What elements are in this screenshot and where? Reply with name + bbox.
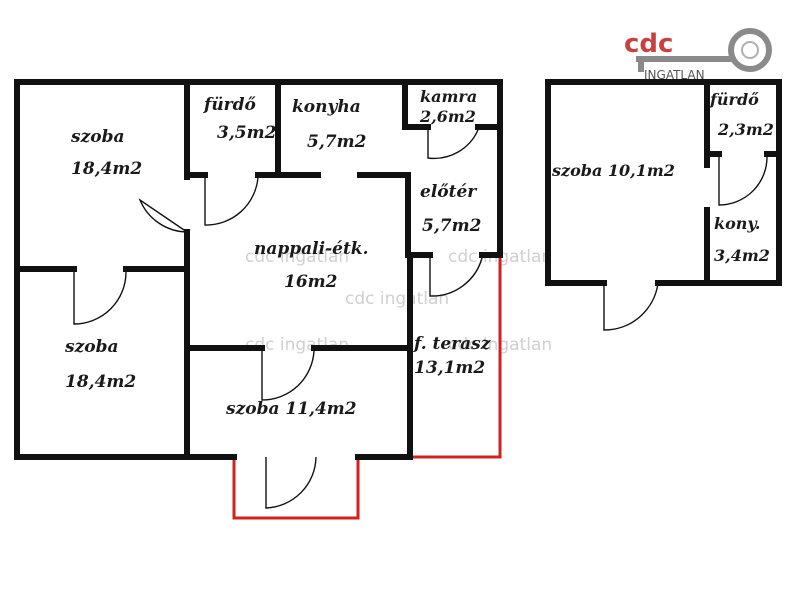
room-kamra-name: kamra xyxy=(420,87,477,106)
door-szoba-top xyxy=(138,198,188,233)
room-konyha-name: konyha xyxy=(292,97,361,117)
room-szoba-bottom-area: 18,4m2 xyxy=(65,372,136,392)
annex-furdo-area: 2,3m2 xyxy=(717,120,774,139)
watermark-1: cdc ingatlan xyxy=(245,247,349,267)
room-furdo-area: 3,5m2 xyxy=(217,123,277,143)
annex-kony-name: kony. xyxy=(714,214,760,233)
room-konyha-area: 5,7m2 xyxy=(307,132,367,152)
room-kamra-area: 2,6m2 xyxy=(419,107,476,126)
room-szoba-top-area: 18,4m2 xyxy=(71,159,142,179)
room-terasz-area: 13,1m2 xyxy=(414,358,485,378)
watermarks: cdc ingatlan cdc ingatlan cdc ingatlan c… xyxy=(245,247,552,355)
main-house-walls xyxy=(14,79,503,460)
entrance-step-outline xyxy=(232,457,360,520)
room-furdo-name: fürdő xyxy=(203,95,257,115)
door-szoba-small xyxy=(261,350,315,401)
room-szoba-small-label: szoba 11,4m2 xyxy=(225,399,357,419)
door-szoba-bottom xyxy=(73,271,127,325)
room-labels: szoba 18,4m2 fürdő 3,5m2 konyha 5,7m2 ka… xyxy=(64,87,774,419)
door-kamra xyxy=(427,129,479,160)
room-eloter-area: 5,7m2 xyxy=(422,216,482,236)
key-icon xyxy=(636,28,772,72)
annex-furdo-name: fürdő xyxy=(709,90,759,109)
room-nappali-name: nappali-étk. xyxy=(254,239,369,259)
room-nappali-area: 16m2 xyxy=(284,272,338,292)
room-terasz-name: f. terasz xyxy=(413,334,491,354)
logo-brand: cdc xyxy=(624,29,673,59)
door-annex-furdo xyxy=(718,156,768,206)
watermark-3: cdc ingatlan xyxy=(345,289,449,309)
room-szoba-bottom-name: szoba xyxy=(64,337,118,357)
side-terrace-outline xyxy=(410,256,502,459)
door-entrance xyxy=(265,456,317,509)
annex-kony-area: 3,4m2 xyxy=(714,246,770,265)
door-annex-entrance xyxy=(603,282,659,331)
room-eloter-name: előtér xyxy=(420,182,477,202)
door-terasz xyxy=(429,257,483,297)
annex-szoba-label: szoba 10,1m2 xyxy=(551,161,675,180)
terrace-outlines xyxy=(232,256,502,520)
room-szoba-top-name: szoba xyxy=(70,127,124,147)
logo: cdc INGATLAN xyxy=(624,28,772,82)
annex-walls xyxy=(545,79,782,286)
logo-sub: INGATLAN xyxy=(644,68,705,82)
door-furdo xyxy=(204,175,259,226)
door-swings xyxy=(73,129,768,509)
